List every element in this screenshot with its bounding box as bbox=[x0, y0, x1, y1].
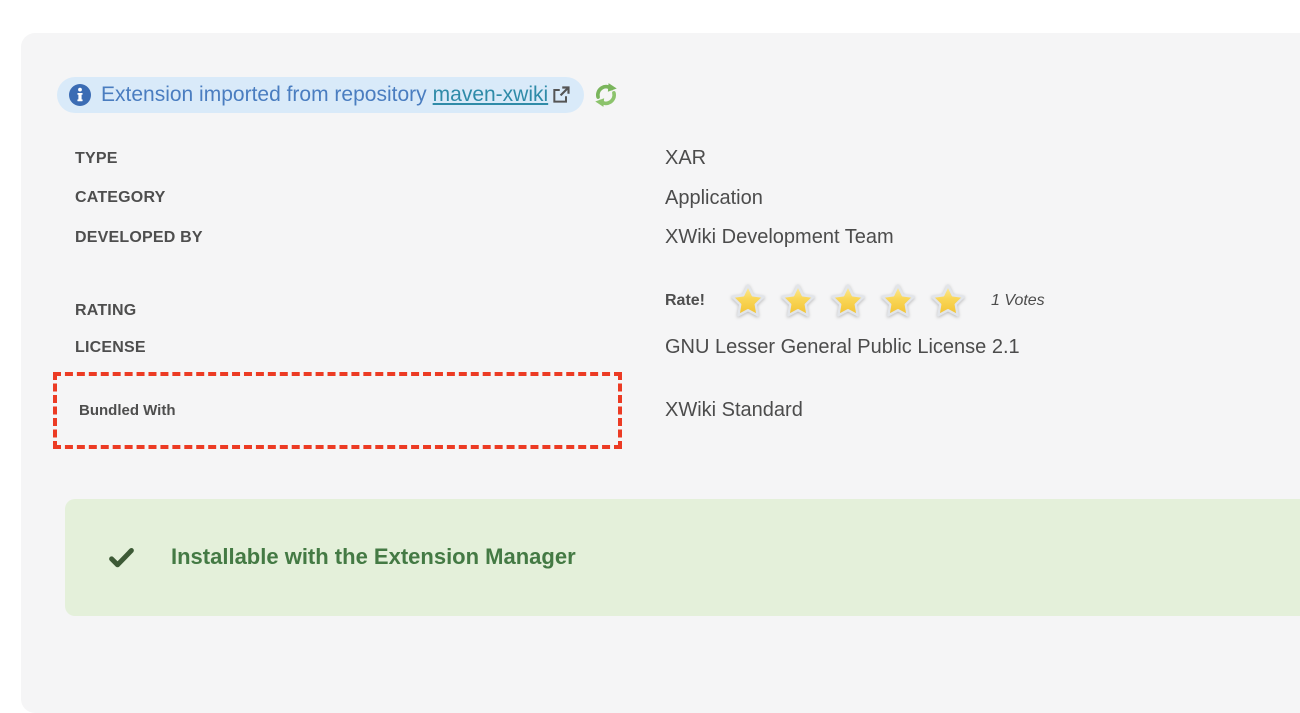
detail-label-rating: RATING bbox=[75, 301, 137, 319]
info-banner: Extension imported from repository maven… bbox=[57, 77, 585, 113]
detail-value-category: Application bbox=[665, 186, 763, 209]
info-banner-row: Extension imported from repository maven… bbox=[57, 77, 1300, 113]
detail-row-bundled-with: Bundled With XWiki Standard bbox=[53, 371, 1300, 449]
star-icon[interactable] bbox=[729, 283, 767, 319]
external-link-icon bbox=[553, 86, 570, 103]
extension-details-card: Extension imported from repository maven… bbox=[21, 33, 1300, 713]
repository-link[interactable]: maven-xwiki bbox=[432, 83, 549, 106]
detail-label-type: TYPE bbox=[75, 149, 118, 167]
detail-label-developed-by: DEVELOPED BY bbox=[75, 228, 203, 246]
details-table: TYPE XAR CATEGORY Application DEVELOPED … bbox=[53, 139, 1300, 449]
detail-label-license: LICENSE bbox=[75, 338, 146, 356]
info-icon bbox=[69, 84, 91, 106]
star-icon[interactable] bbox=[779, 283, 817, 319]
star-icon[interactable] bbox=[829, 283, 867, 319]
bundled-with-highlight-box: Bundled With bbox=[53, 371, 622, 449]
rate-button[interactable]: Rate! bbox=[665, 291, 706, 309]
detail-label-bundled-with: Bundled With bbox=[79, 401, 176, 419]
detail-row-rating: RATING Rate! 1 Votes bbox=[75, 274, 1300, 328]
detail-row-developed-by: DEVELOPED BY XWiki Development Team bbox=[75, 218, 1300, 258]
votes-count: 1 Votes bbox=[991, 291, 1045, 309]
detail-label-category: CATEGORY bbox=[75, 189, 166, 207]
detail-value-rating: Rate! 1 Votes bbox=[665, 283, 1045, 319]
star-icon[interactable] bbox=[929, 283, 967, 319]
refresh-icon[interactable] bbox=[592, 81, 620, 109]
star-icon[interactable] bbox=[879, 283, 917, 319]
detail-row-type: TYPE XAR bbox=[75, 139, 1300, 179]
success-banner-text: Installable with the Extension Manager bbox=[171, 544, 576, 569]
detail-value-license: GNU Lesser General Public License 2.1 bbox=[665, 336, 1020, 358]
detail-value-type: XAR bbox=[665, 147, 707, 170]
detail-value-developed-by: XWiki Development Team bbox=[665, 226, 894, 249]
detail-row-license: LICENSE GNU Lesser General Public Licens… bbox=[75, 328, 1300, 368]
detail-value-bundled-with: XWiki Standard bbox=[665, 398, 803, 421]
detail-row-category: CATEGORY Application bbox=[75, 179, 1300, 219]
info-banner-text: Extension imported from repository bbox=[101, 83, 427, 106]
rating-stars[interactable] bbox=[729, 283, 967, 319]
success-banner: Installable with the Extension Manager bbox=[65, 498, 1300, 616]
checkmark-icon bbox=[109, 547, 134, 567]
